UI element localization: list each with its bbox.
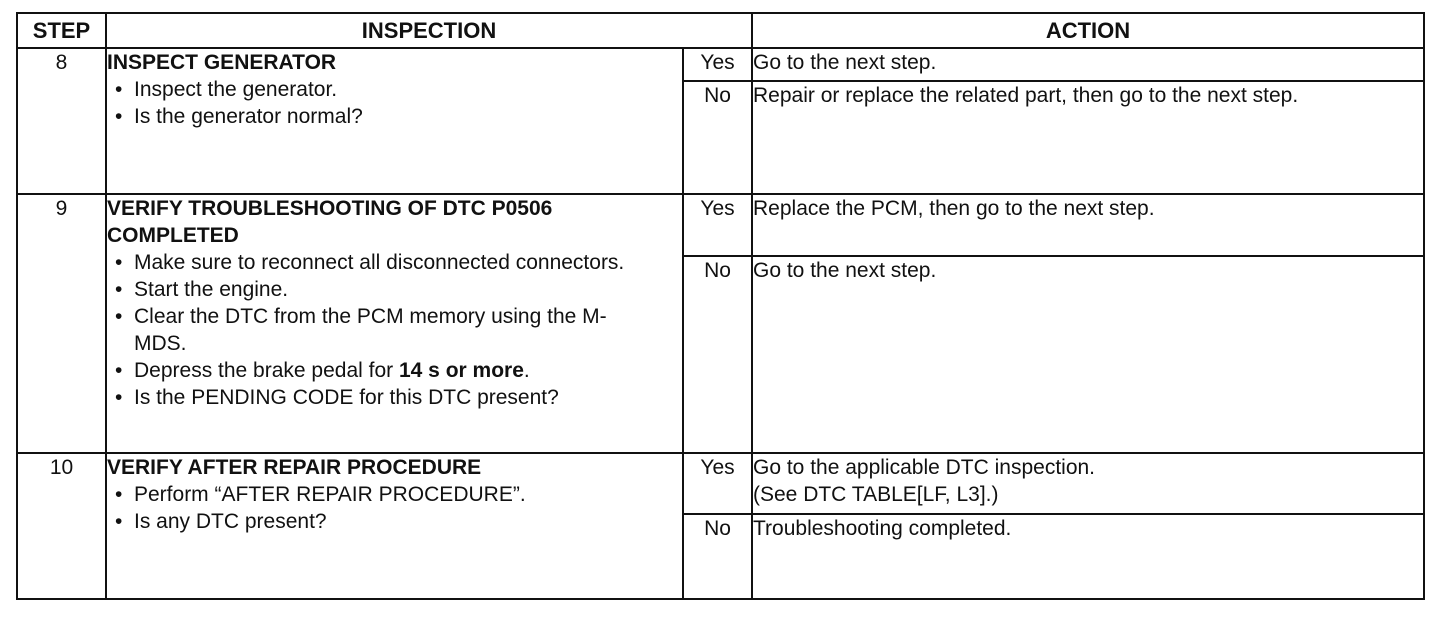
bullet-icon: •: [115, 251, 123, 274]
bullet-icon: •: [115, 386, 123, 409]
bullet-item: • Make sure to reconnect all disconnected…: [107, 249, 637, 276]
bullet-list: • Perform “AFTER REPAIR PROCEDURE”. • Is a…: [107, 481, 682, 535]
step-9-yes-row: 9 VERIFY TROUBLESHOOTING OF DTC P0506 CO…: [16, 193, 1425, 454]
step-title: VERIFY AFTER REPAIR PROCEDURE: [107, 456, 482, 479]
bullet-icon: •: [115, 78, 123, 101]
header-action: ACTION: [751, 12, 1425, 49]
header-row: STEP INSPECTION ACTION: [16, 12, 1425, 49]
bullet-text: Is any DTC present?: [134, 510, 327, 533]
diagnostic-procedure-table: STEP INSPECTION ACTION 8 INSPECT GENERAT…: [16, 12, 1425, 600]
header-step: STEP: [16, 12, 107, 49]
bullet-item: • Depress the brake pedal for 14 s or mor…: [107, 357, 637, 384]
dtc-table-reference: (See DTC TABLE[LF, L3].): [753, 483, 999, 506]
bullet-text: Clear the DTC from the PCM memory using …: [134, 305, 607, 355]
step-title: VERIFY TROUBLESHOOTING OF DTC P0506 COMP…: [107, 197, 553, 247]
bullet-icon: •: [115, 278, 123, 301]
step-9-no-row: No Go to the next step.: [17, 255, 1425, 454]
bullet-item: • Clear the DTC from the PCM memory using…: [107, 303, 637, 357]
bullet-item: • Start the engine.: [107, 276, 637, 303]
bullet-text: Is the PENDING CODE for this DTC present…: [134, 386, 559, 409]
bullet-item: • Inspect the generator.: [107, 76, 682, 103]
no-action: Repair or replace the related part, then…: [751, 80, 1425, 195]
yes-action: Replace the PCM, then go to the next ste…: [751, 193, 1425, 257]
bullet-item: • Is the generator normal?: [107, 103, 682, 130]
bullet-text: Depress the brake pedal for 14 s or more…: [134, 359, 530, 382]
header-inspection: INSPECTION: [105, 12, 753, 49]
yes-action: Go to the next step.: [751, 47, 1425, 82]
bullet-icon: •: [115, 483, 123, 506]
step-number: 8: [16, 47, 107, 195]
bullet-list: • Make sure to reconnect all disconnected…: [107, 249, 637, 411]
no-label: No: [682, 255, 753, 454]
bullet-item: • Perform “AFTER REPAIR PROCEDURE”.: [107, 481, 682, 508]
bullet-text-post: .: [523, 359, 530, 382]
bullet-icon: •: [115, 105, 123, 128]
step-number: 9: [16, 193, 107, 454]
bullet-text: Perform “AFTER REPAIR PROCEDURE”.: [134, 483, 526, 506]
yes-label: Yes: [682, 193, 753, 257]
bullet-text: Is the generator normal?: [134, 105, 363, 128]
bullet-icon: •: [115, 510, 123, 533]
no-label: No: [682, 513, 753, 600]
no-action: Troubleshooting completed.: [751, 513, 1425, 600]
bullet-text: Start the engine.: [134, 278, 289, 301]
bullet-icon: •: [115, 305, 123, 328]
yes-label: Yes: [682, 47, 753, 82]
step-inspection: VERIFY AFTER REPAIR PROCEDURE • Perform “…: [105, 452, 684, 600]
bullet-text: Make sure to reconnect all disconnected …: [134, 251, 625, 274]
bullet-item: • Is the PENDING CODE for this DTC presen…: [107, 384, 637, 411]
yes-label: Yes: [682, 452, 753, 515]
yes-action: Go to the applicable DTC inspection. (Se…: [751, 452, 1425, 515]
step-8-no-row: No Repair or replace the related part, t…: [17, 80, 1425, 195]
bullet-text-pre: Depress the brake pedal for: [134, 359, 399, 382]
bullet-item: • Is any DTC present?: [107, 508, 682, 535]
bullet-text: Inspect the generator.: [134, 78, 338, 101]
step-title: INSPECT GENERATOR: [107, 51, 337, 74]
no-label: No: [682, 80, 753, 195]
step-8-yes-row: 8 INSPECT GENERATOR • Inspect the generat…: [16, 47, 1425, 195]
step-number: 10: [16, 452, 107, 600]
step-inspection: INSPECT GENERATOR • Inspect the generator…: [105, 47, 684, 195]
bullet-icon: •: [115, 359, 123, 382]
no-action: Go to the next step.: [751, 255, 1425, 454]
step-inspection: VERIFY TROUBLESHOOTING OF DTC P0506 COMP…: [105, 193, 684, 454]
step-10-no-row: No Troubleshooting completed.: [17, 513, 1425, 600]
yes-action-line: Go to the applicable DTC inspection.: [753, 456, 1096, 479]
bullet-list: • Inspect the generator. • Is the generato…: [107, 76, 682, 130]
bullet-text-bold: 14 s or more: [398, 359, 524, 382]
step-10-yes-row: 10 VERIFY AFTER REPAIR PROCEDURE • Perfor…: [16, 452, 1425, 600]
